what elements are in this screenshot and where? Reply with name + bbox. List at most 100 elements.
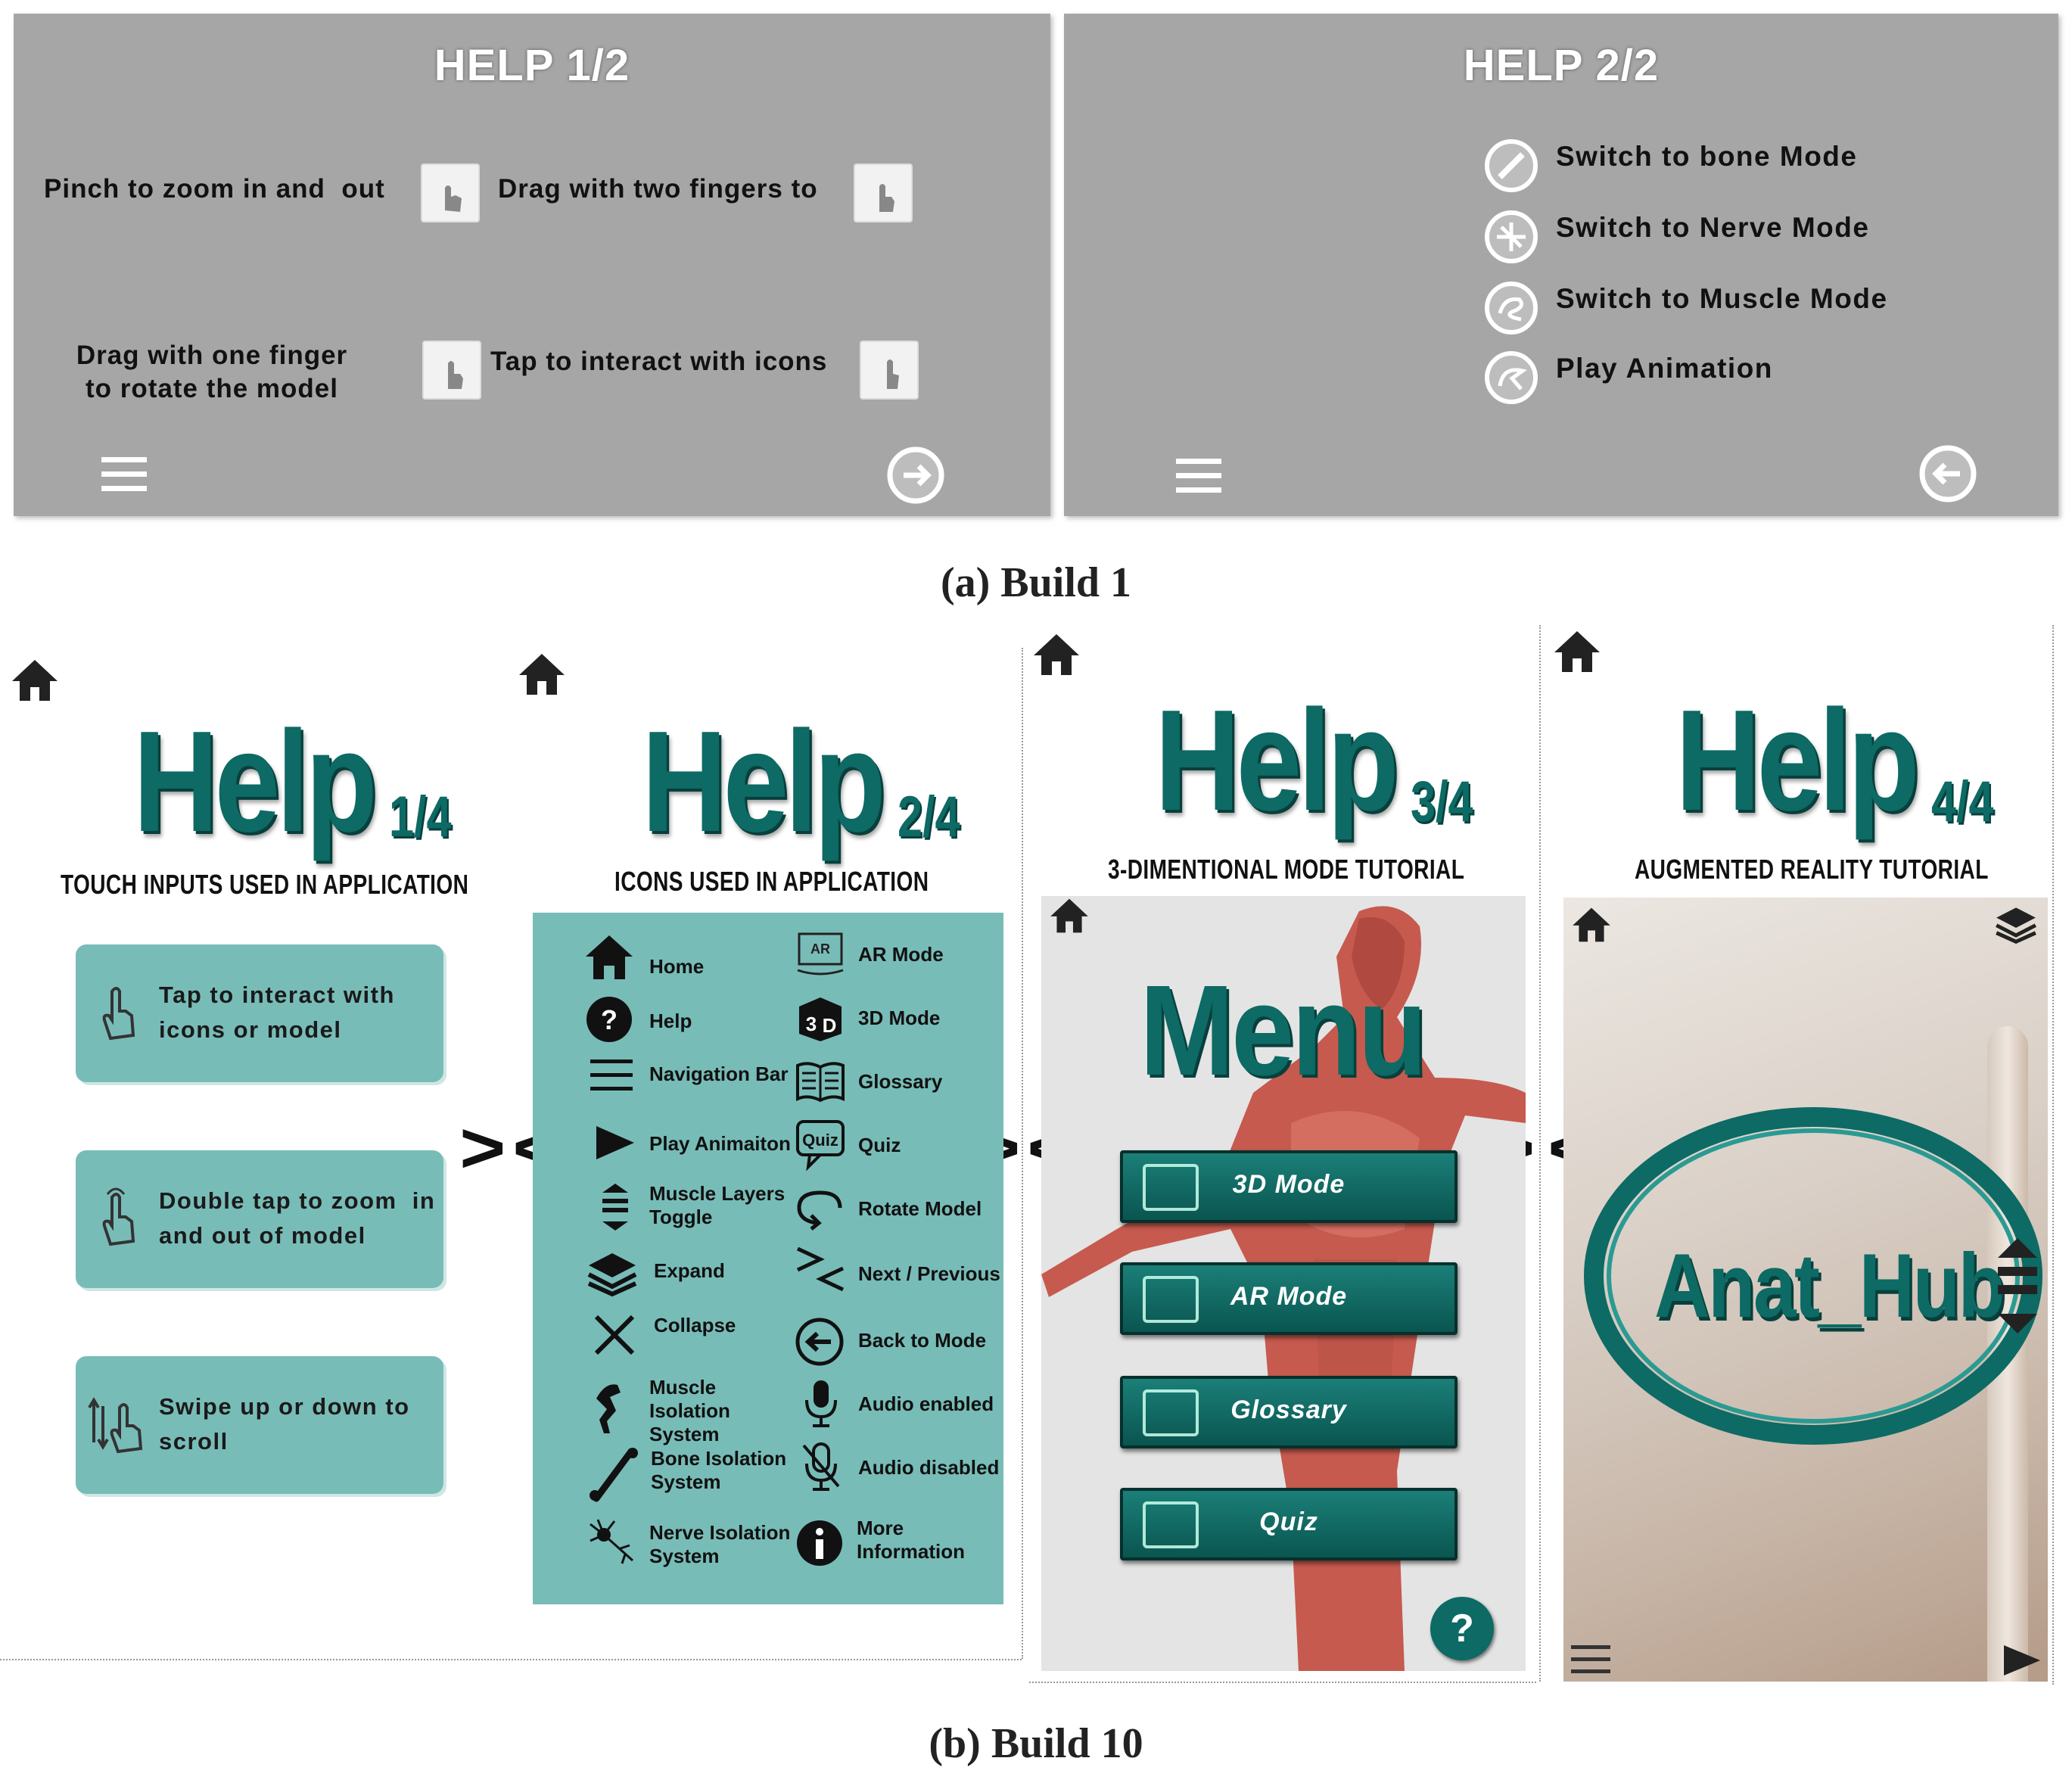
pinch-gesture-icon	[421, 163, 480, 222]
icon-label: Audio disabled	[858, 1456, 1000, 1479]
ar-mode-button[interactable]: AR Mode	[1120, 1262, 1458, 1335]
glossary-icon	[795, 1059, 845, 1109]
panel-title: HELP 1/2	[434, 41, 630, 90]
help-item-pinch: Pinch to zoom in and out	[44, 174, 385, 204]
help-title: Help	[133, 702, 378, 862]
next-arrow[interactable]: >	[459, 1108, 506, 1188]
help-button[interactable]: ?	[1430, 1597, 1494, 1660]
home-icon[interactable]	[1049, 898, 1090, 934]
button-label: 3D Mode	[1232, 1170, 1346, 1199]
icon-label: Expand	[654, 1259, 725, 1282]
touch-input-card: Tap to interact with icons or model	[76, 944, 443, 1082]
icon-label: Home	[649, 955, 705, 978]
help-item-play-animation: Play Animation	[1556, 353, 1773, 384]
home-icon[interactable]	[1032, 633, 1081, 677]
hamburger-menu-icon[interactable]	[1176, 459, 1221, 493]
help-page-fraction: 3/4	[1411, 770, 1473, 834]
icon-label: Play Animaiton	[649, 1132, 791, 1155]
icon-label: Rotate Model	[858, 1197, 982, 1220]
swipe-gesture-icon	[86, 1394, 147, 1455]
icon-label: Quiz	[858, 1134, 901, 1156]
muscle-layers-toggle-icon[interactable]	[1996, 1237, 2039, 1335]
help-subtitle: TOUCH INPUTS USED IN APPLICATION	[61, 869, 469, 900]
divider-line	[1029, 1682, 1536, 1683]
help-subtitle: ICONS USED IN APPLICATION	[614, 866, 929, 897]
icon-label: Glossary	[858, 1070, 943, 1093]
ar-mode-icon: AR	[795, 931, 845, 981]
hamburger-menu-icon[interactable]	[1571, 1645, 1610, 1674]
help-item-bone-mode: Switch to bone Mode	[1556, 141, 1858, 172]
quiz-button[interactable]: Quiz	[1120, 1488, 1458, 1560]
two-finger-drag-icon	[854, 163, 913, 222]
audio-enabled-icon	[802, 1377, 852, 1427]
divider-line	[0, 1659, 1022, 1660]
button-label: Glossary	[1230, 1396, 1347, 1424]
hamburger-menu-icon[interactable]	[101, 457, 147, 492]
expand-icon[interactable]	[1995, 905, 2037, 944]
next-page-button-icon[interactable]	[885, 445, 946, 506]
menu-title: Menu	[1140, 959, 1427, 1103]
help-item-two-finger-drag: Drag with two fingers to	[498, 174, 818, 204]
button-label: AR Mode	[1230, 1282, 1348, 1311]
quiz-icon: Quiz	[795, 1119, 845, 1171]
3d-mode-icon	[1143, 1164, 1199, 1211]
panel-title: HELP 2/2	[1463, 41, 1660, 90]
navigation-bar-icon	[590, 1053, 640, 1103]
icon-label: Back to Mode	[858, 1329, 987, 1352]
icon-label: Collapse	[654, 1314, 736, 1336]
play-animation-icon	[593, 1122, 643, 1171]
svg-text:D: D	[823, 1014, 837, 1037]
help-page-fraction: 2/4	[898, 785, 960, 849]
tap-gesture-icon	[92, 981, 141, 1041]
icon-label: Nerve Isolation System	[649, 1521, 791, 1567]
svg-text:AR: AR	[810, 941, 830, 957]
help-page-fraction: 1/4	[389, 785, 452, 849]
card-text: Tap to interact with icons or model	[159, 982, 395, 1043]
help-item-muscle-mode: Switch to Muscle Mode	[1556, 283, 1888, 314]
play-animation-icon	[1485, 351, 1538, 404]
icon-label: Help	[649, 1010, 692, 1032]
glossary-button[interactable]: Glossary	[1120, 1376, 1458, 1448]
expand-icon	[587, 1250, 637, 1300]
help-page-fraction: 4/4	[1931, 770, 1994, 834]
nerve-isolation-icon	[587, 1518, 637, 1568]
ar-mode-screenshot: Anat_Hub	[1563, 898, 2048, 1682]
play-animation-icon[interactable]	[2002, 1644, 2042, 1677]
double-tap-gesture-icon	[92, 1187, 141, 1247]
3d-mode-button[interactable]: 3D Mode	[1120, 1150, 1458, 1223]
touch-input-card: Swipe up or down to scroll	[76, 1356, 443, 1494]
next-previous-icon	[795, 1244, 845, 1294]
muscle-mode-icon	[1485, 282, 1538, 334]
home-icon[interactable]	[1553, 630, 1601, 674]
icon-label: Next / Previous	[858, 1262, 1000, 1285]
help-subtitle: AUGMENTED REALITY TUTORIAL	[1635, 854, 1989, 885]
home-icon[interactable]	[1571, 907, 1612, 943]
help-item-one-finger-drag: Drag with one finger to rotate the model	[76, 341, 348, 403]
touch-input-card: Double tap to zoom in and out of model	[76, 1150, 443, 1288]
ar-mode-icon	[1143, 1276, 1199, 1323]
more-information-icon	[795, 1518, 845, 1568]
card-text: Double tap to zoom in and out of model	[159, 1187, 443, 1249]
icon-label: Audio enabled	[858, 1392, 994, 1415]
back-page-button-icon[interactable]	[1918, 443, 1978, 504]
anat-hub-logo-text: Anat_Hub	[1654, 1235, 2005, 1336]
help-title: Help	[642, 702, 886, 862]
nerve-mode-icon	[1485, 210, 1538, 263]
icon-label: Bone Isolation System	[651, 1447, 787, 1493]
button-label: Quiz	[1259, 1508, 1318, 1536]
rotate-model-icon	[795, 1187, 845, 1237]
glossary-icon	[1143, 1389, 1199, 1436]
help-title: Help	[1675, 680, 1920, 841]
help-item-tap: Tap to interact with icons	[490, 347, 828, 376]
svg-text:Quiz: Quiz	[802, 1131, 838, 1150]
icon-legend-panel: Home ? Help Navigation Bar Play Animaito…	[533, 913, 1003, 1604]
divider-line	[1539, 625, 1541, 1682]
home-icon[interactable]	[11, 658, 59, 702]
home-icon[interactable]	[518, 652, 566, 696]
card-text: Swipe up or down to scroll	[159, 1393, 410, 1455]
icon-label: Muscle Layers Toggle	[649, 1182, 786, 1228]
one-finger-drag-icon	[422, 341, 481, 400]
divider-line	[2052, 625, 2054, 1685]
help-title: Help	[1155, 680, 1399, 841]
